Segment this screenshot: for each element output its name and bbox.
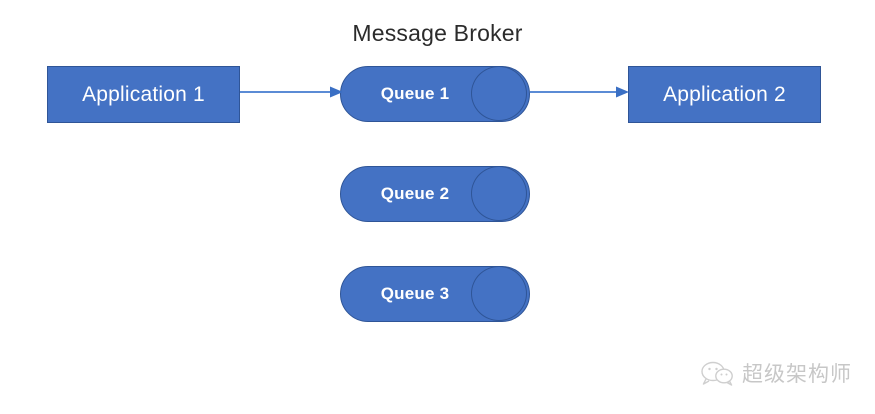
page-title: Message Broker — [352, 20, 523, 46]
queue-2-end-cap — [471, 166, 527, 221]
node-application-2[interactable]: Application 2 — [628, 66, 821, 123]
node-queue-1-label: Queue 1 — [380, 84, 450, 103]
watermark: 超级架构师 — [700, 358, 852, 388]
node-application-1-label: Application 1 — [82, 82, 205, 106]
queue-1-end-cap — [471, 66, 527, 121]
node-queue-2[interactable]: Queue 2 — [340, 166, 530, 222]
node-queue-3-label: Queue 3 — [380, 284, 450, 303]
connector-app1-to-queue1 — [240, 86, 343, 98]
node-queue-3[interactable]: Queue 3 — [340, 266, 530, 322]
node-application-1[interactable]: Application 1 — [47, 66, 240, 123]
connector-queue1-to-app2 — [530, 86, 629, 98]
watermark-text: 超级架构师 — [742, 363, 852, 386]
node-queue-1[interactable]: Queue 1 — [340, 66, 530, 122]
wechat-icon — [701, 361, 733, 386]
node-application-2-label: Application 2 — [663, 82, 786, 106]
node-queue-2-label: Queue 2 — [380, 184, 450, 203]
queue-3-end-cap — [471, 266, 527, 321]
